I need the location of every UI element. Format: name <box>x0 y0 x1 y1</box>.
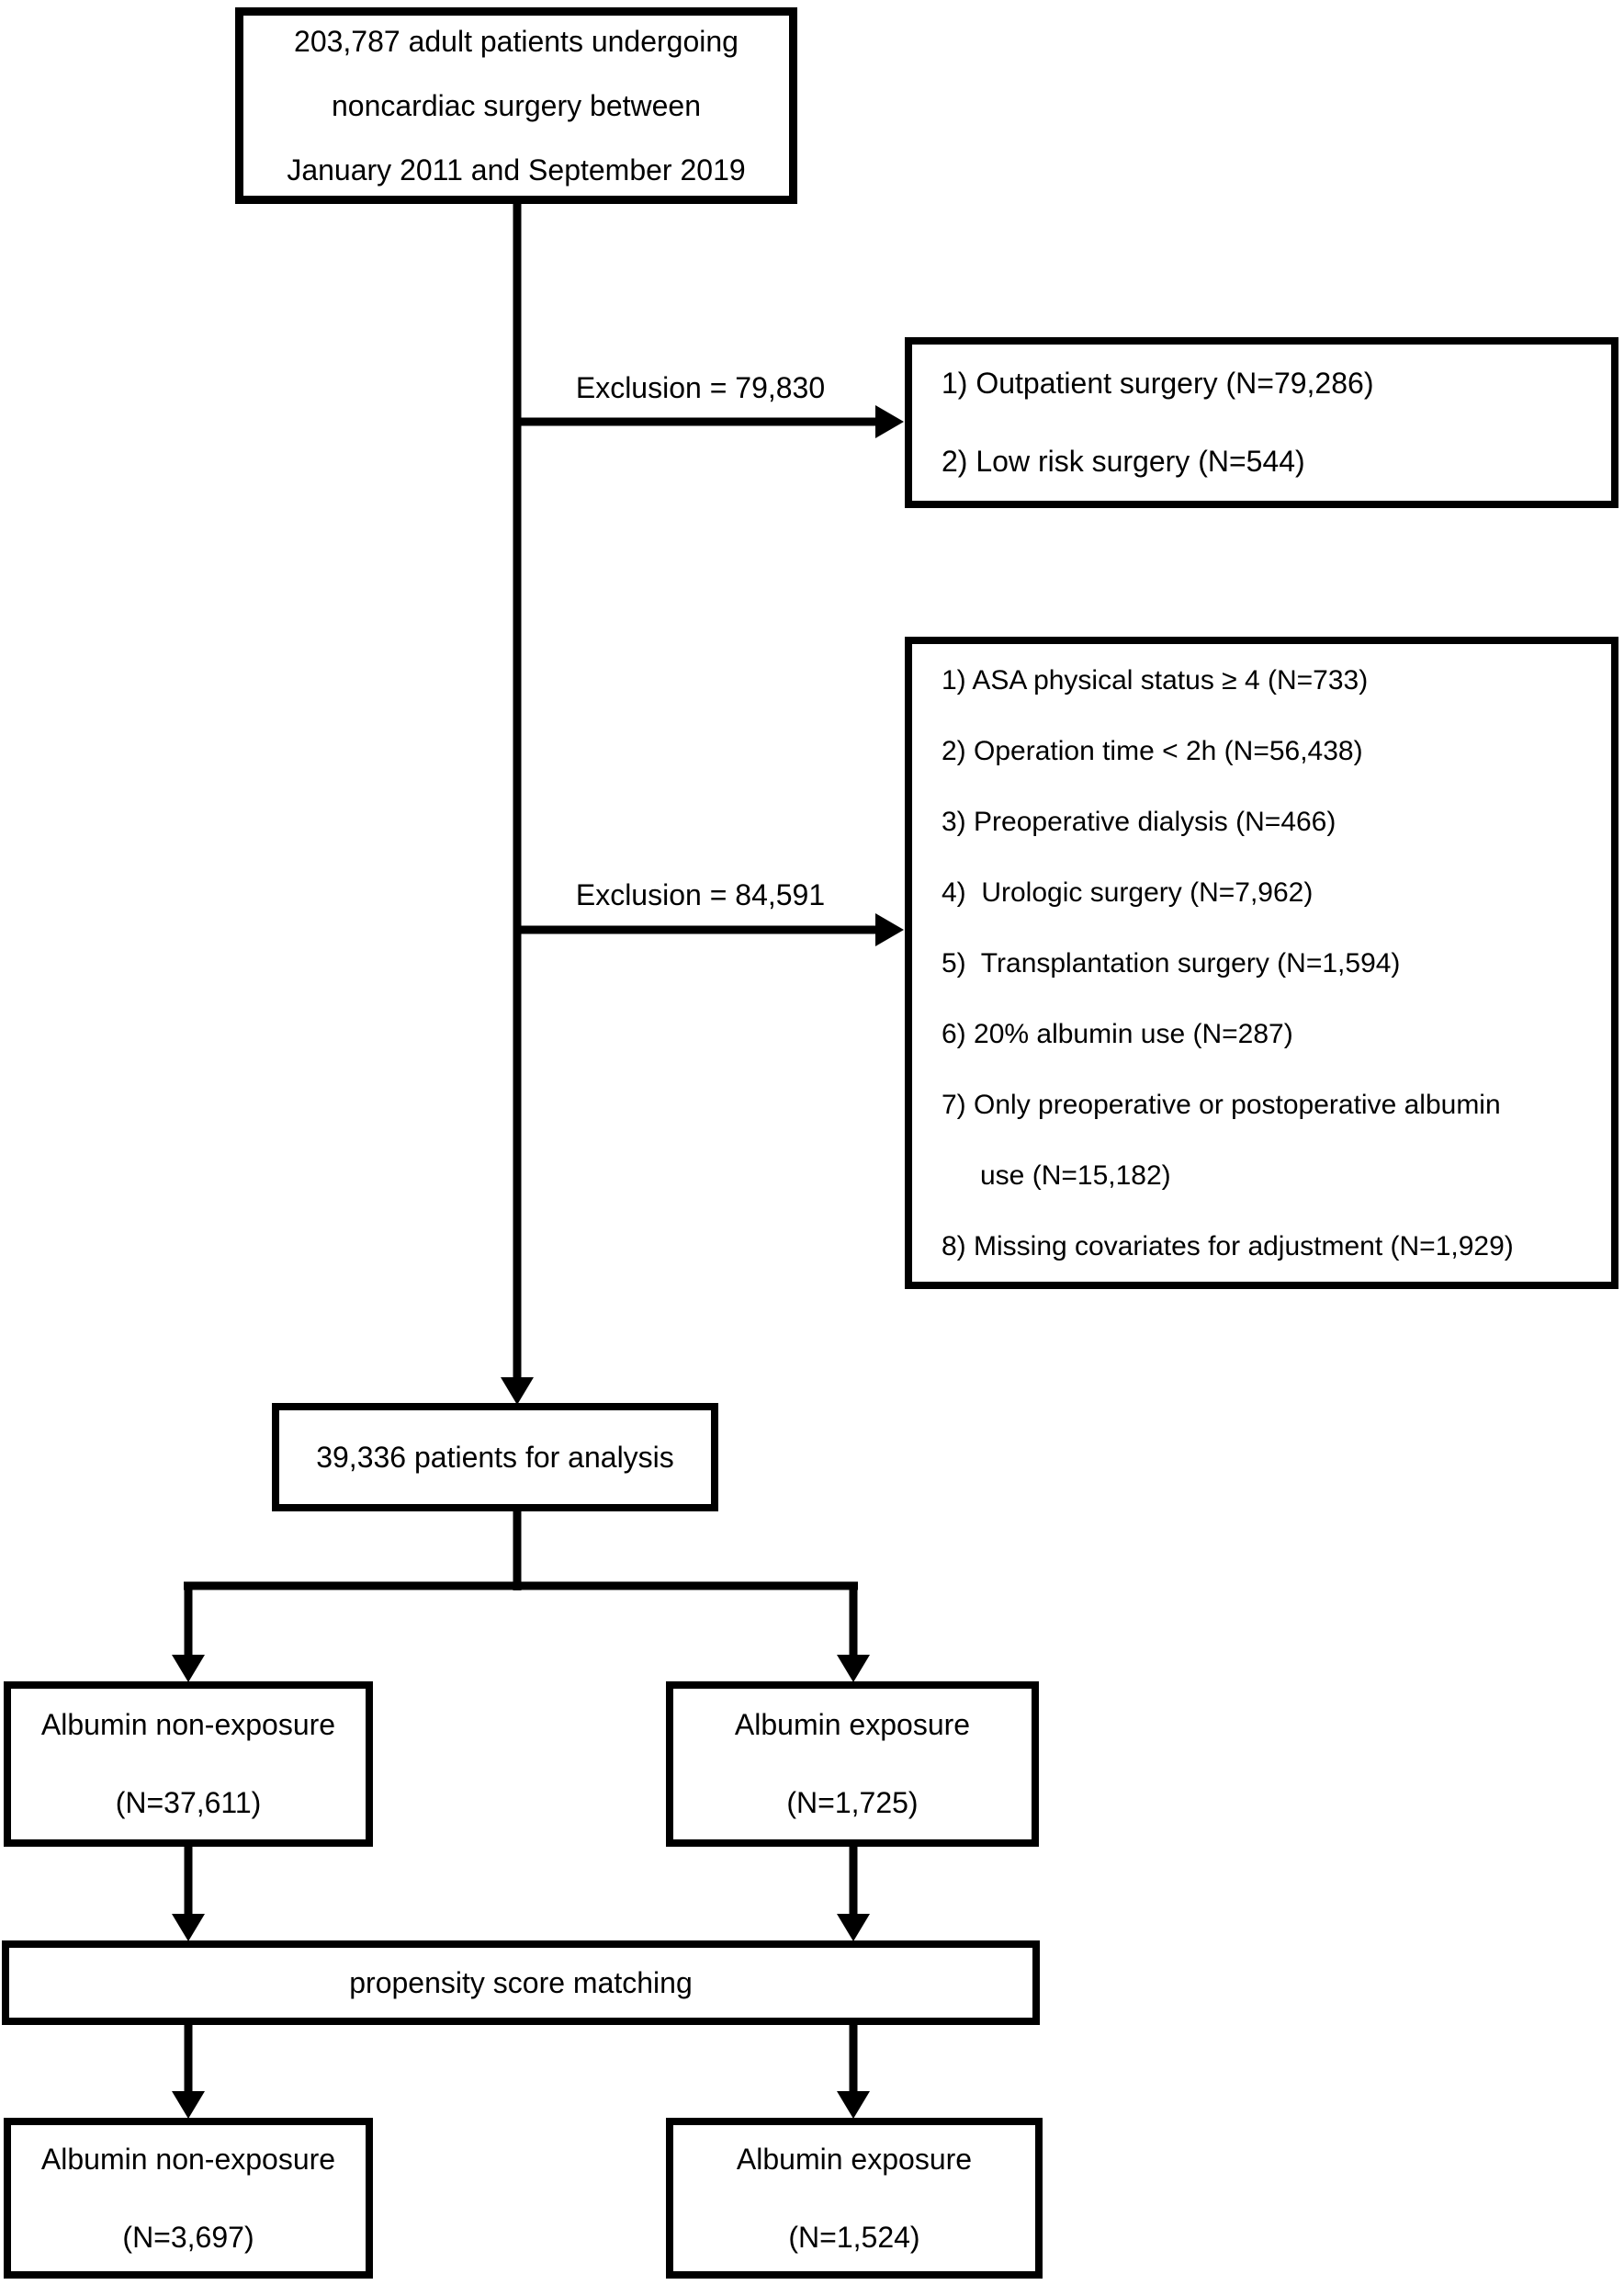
exclusion-box-2: 1) ASA physical status ≥ 4 (N=733) 2) Op… <box>905 637 1618 1289</box>
matched-albumin-non-exposure-box: Albumin non-exposure (N=3,697) <box>4 2118 373 2279</box>
exclusion-item: 3) Preoperative dialysis (N=466) <box>942 806 1336 837</box>
exclusion-box-1: 1) Outpatient surgery (N=79,286) 2) Low … <box>905 337 1618 508</box>
exclusion-arrowhead-1 <box>875 405 904 438</box>
matched-albumin-exposure-box: Albumin exposure (N=1,524) <box>666 2118 1043 2279</box>
exclusion-item: 6) 20% albumin use (N=287) <box>942 1018 1293 1049</box>
exclusion-arrowhead-2 <box>875 913 904 946</box>
psm-box: propensity score matching <box>2 1940 1040 2025</box>
exclusion-label-2: Exclusion = 84,591 <box>575 878 826 911</box>
branch-right-arrowhead <box>837 1655 870 1682</box>
enrollment-box: 203,787 adult patients undergoing noncar… <box>235 7 797 204</box>
branch-left-arrowhead <box>172 1655 205 1682</box>
exclusion-item: 8) Missing covariates for adjustment (N=… <box>942 1230 1514 1261</box>
analysis-box: 39,336 patients for analysis <box>272 1403 718 1511</box>
left-psm-arrowhead <box>172 1914 205 1941</box>
exclusion-item: 2) Low risk surgery (N=544) <box>942 445 1305 478</box>
exclusion-item: 1) ASA physical status ≥ 4 (N=733) <box>942 664 1369 696</box>
right-psm-arrowhead <box>837 1914 870 1941</box>
exclusion-item: 1) Outpatient surgery (N=79,286) <box>942 367 1374 400</box>
spine-arrowhead <box>501 1377 534 1405</box>
exclusion-item: 4) Urologic surgery (N=7,962) <box>942 877 1314 908</box>
exclusion-item: 5) Transplantation surgery (N=1,594) <box>942 947 1401 978</box>
albumin-exposure-box: Albumin exposure (N=1,725) <box>666 1681 1039 1847</box>
right-matched-arrowhead <box>837 2091 870 2119</box>
exclusion-item: 2) Operation time < 2h (N=56,438) <box>942 735 1363 766</box>
left-matched-arrowhead <box>172 2091 205 2119</box>
exclusion-item: 7) Only preoperative or postoperative al… <box>942 1089 1501 1191</box>
exclusion-label-1: Exclusion = 79,830 <box>575 371 826 404</box>
albumin-non-exposure-box: Albumin non-exposure (N=37,611) <box>4 1681 373 1847</box>
